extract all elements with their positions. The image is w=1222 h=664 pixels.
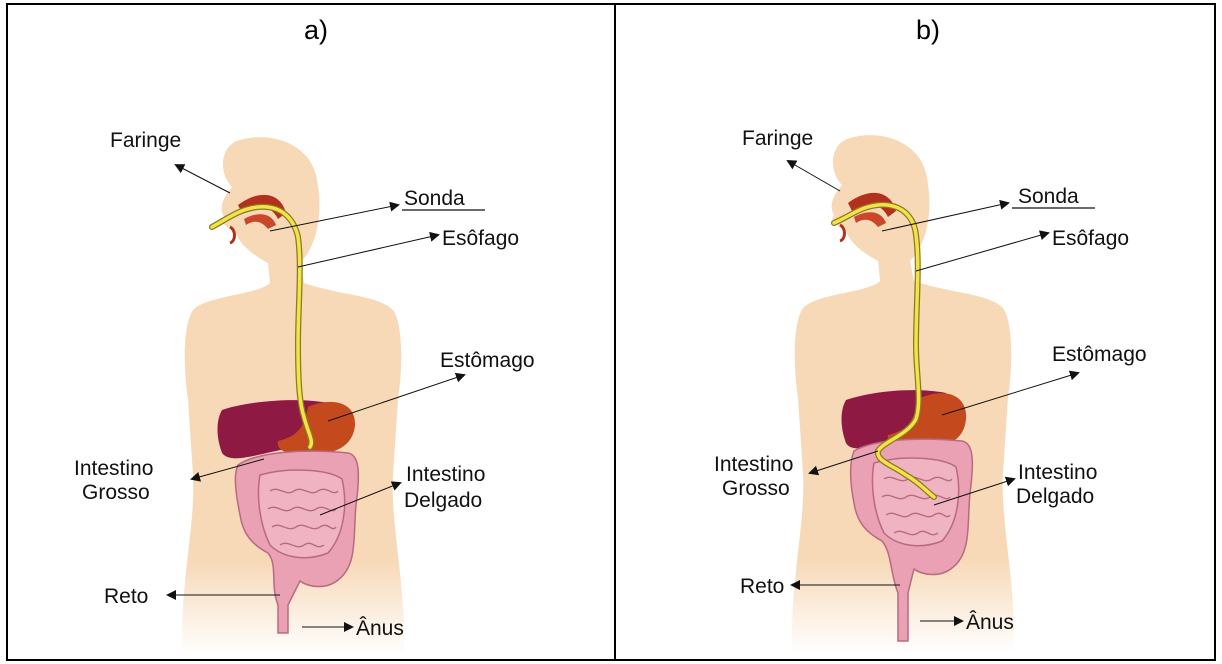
pharynx-leader [176,165,230,193]
pharynx-leader [788,161,840,191]
label-rectum: Reto [740,575,784,598]
panel-b: b) [616,5,1222,659]
figure-frame: a) [6,3,1216,661]
label-esophagus: Esôfago [442,227,519,250]
label-anus: Ânus [966,611,1014,634]
panel-a-diagram: Faringe Sonda Esôfago Estômago Intestino… [8,5,616,659]
label-small-intestine-1: Intestino [406,463,485,486]
label-stomach: Estômago [1052,343,1147,366]
panel-a: a) [8,5,616,659]
label-rectum: Reto [104,585,148,608]
label-stomach: Estômago [440,349,535,372]
label-small-intestine-2: Delgado [1016,485,1094,508]
label-tube: Sonda [404,187,465,210]
panel-b-diagram: Faringe Sonda Esôfago Estômago Intestino… [616,5,1216,659]
label-large-intestine-2: Grosso [82,481,150,504]
label-small-intestine-1: Intestino [1018,461,1097,484]
label-pharynx: Faringe [742,127,813,150]
label-large-intestine-2: Grosso [722,477,790,500]
label-large-intestine-1: Intestino [74,457,153,480]
label-tube: Sonda [1018,185,1079,208]
small-intestine [258,470,344,558]
label-esophagus: Esôfago [1052,227,1129,250]
esophagus-leader [916,233,1048,271]
label-anus: Ânus [356,617,404,640]
label-large-intestine-1: Intestino [714,453,793,476]
label-pharynx: Faringe [110,129,181,152]
esophagus-leader [298,235,438,267]
label-small-intestine-2: Delgado [404,489,482,512]
small-intestine [872,458,958,546]
